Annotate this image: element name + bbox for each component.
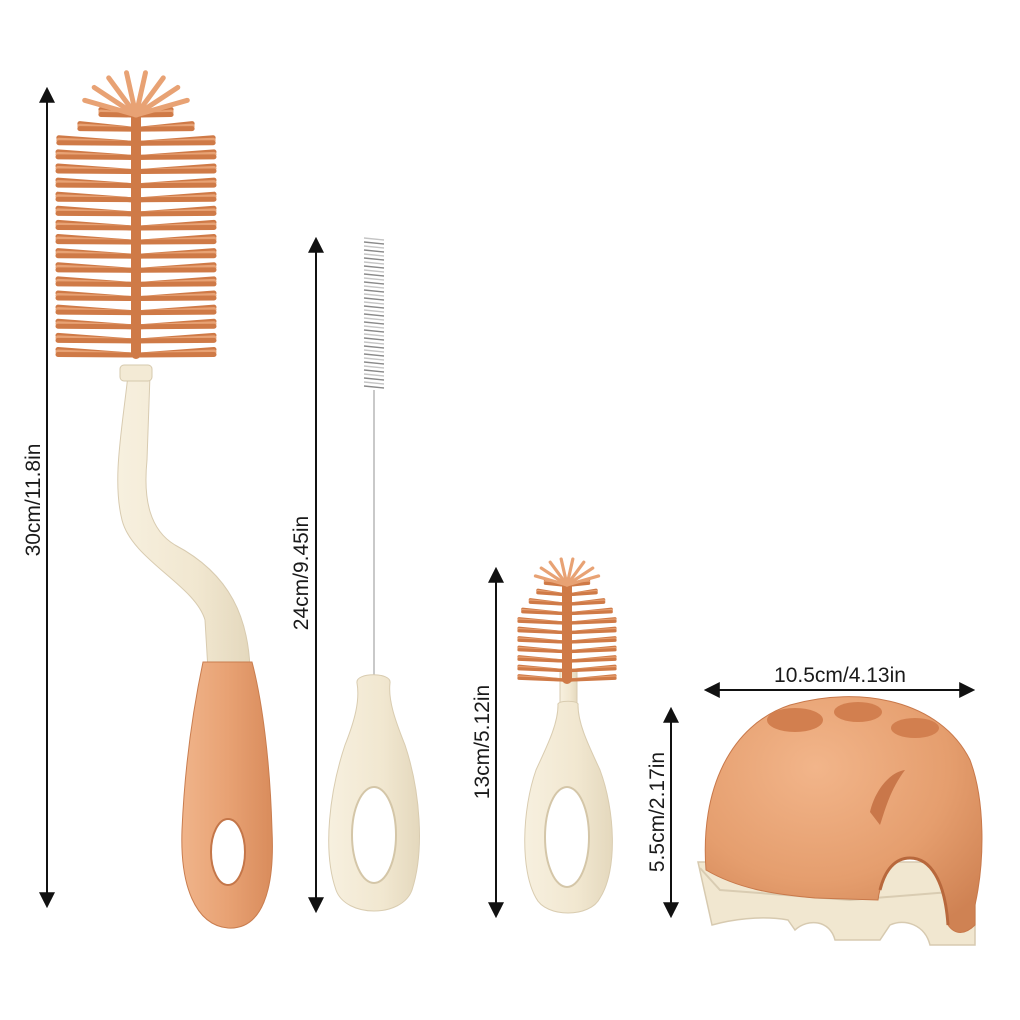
straw-brush-dimension-label: 24cm/9.45in [290,516,313,630]
large-bottle-brush [55,70,273,929]
nipple-brush [517,557,617,914]
large-brush-bristles [55,70,217,359]
drying-stand [697,696,983,946]
large-brush-dimension-label: 30cm/11.8in [22,444,45,557]
stand-width-dimension-label: 10.5cm/4.13in [774,664,906,687]
straw-brush [328,237,420,912]
nipple-brush-dimension-label: 13cm/5.12in [471,685,494,799]
nipple-brush-bristles [517,557,617,684]
stand-height-dimension-label: 5.5cm/2.17in [646,752,669,872]
straw-brush-spiral-head [363,237,385,389]
